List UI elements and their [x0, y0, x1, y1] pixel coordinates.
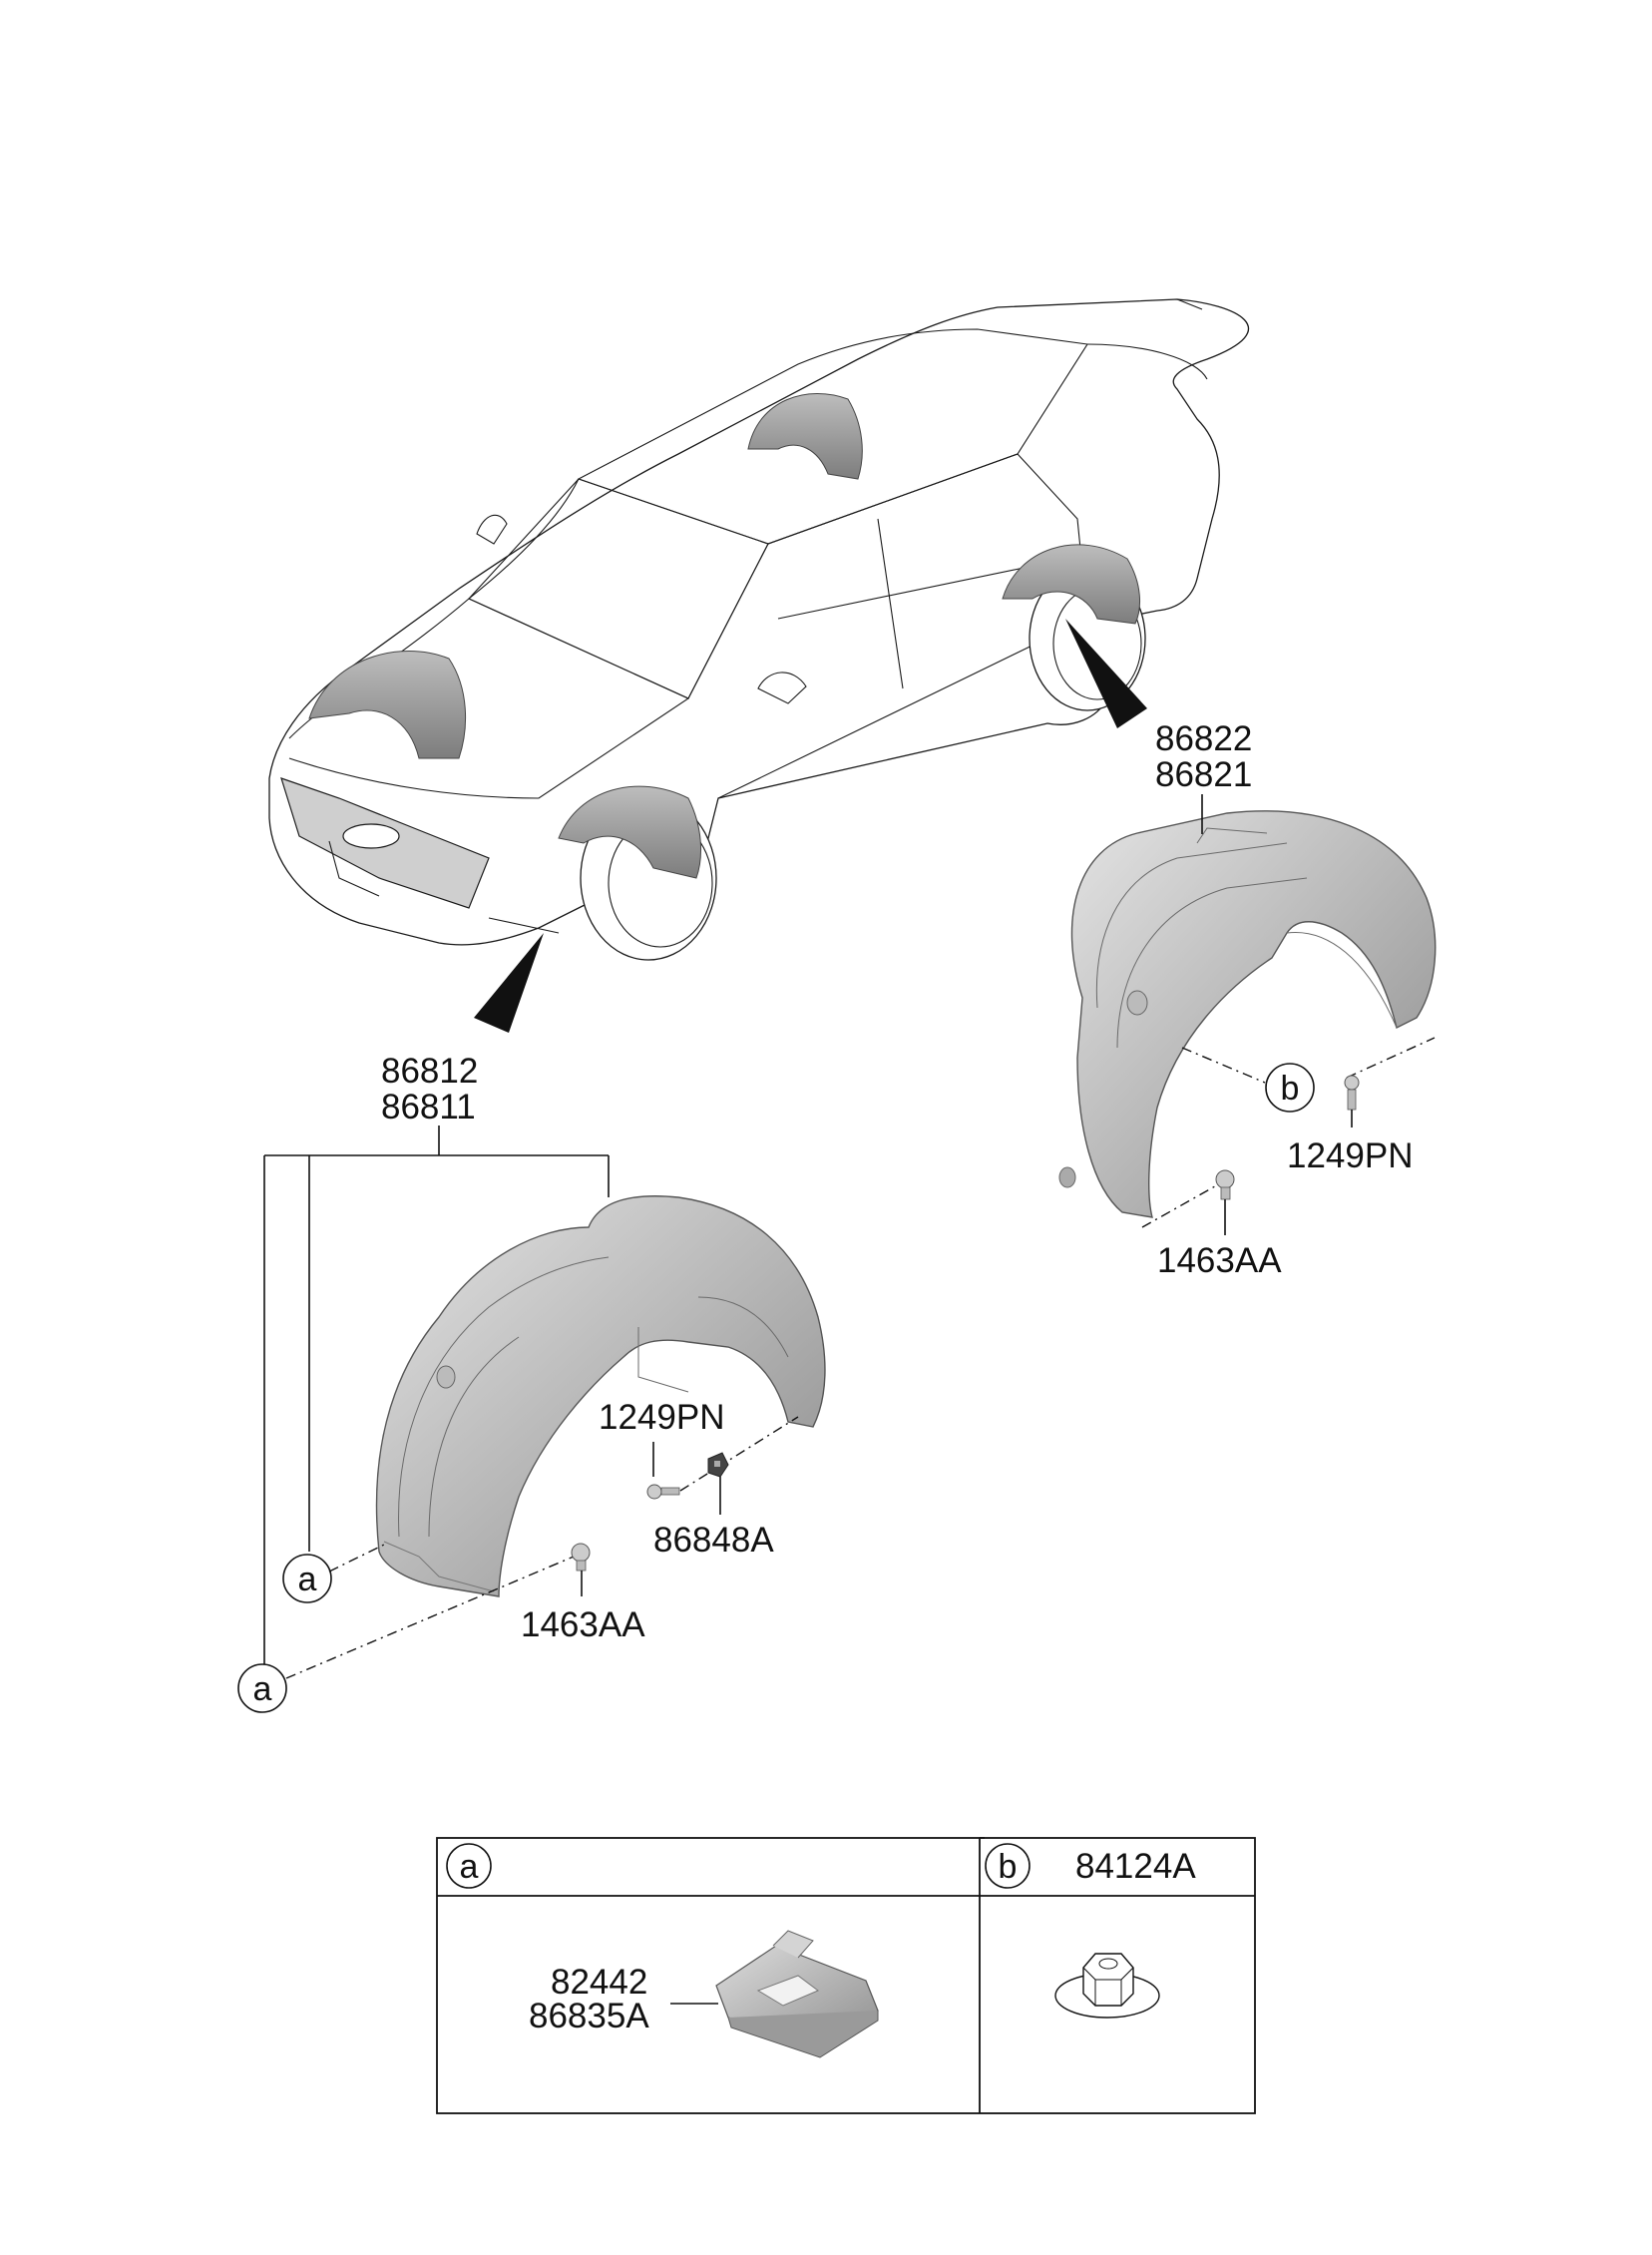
- callout-rear-screw: 1249PN: [1287, 1136, 1413, 1175]
- front-nut-icon: [707, 1452, 729, 1478]
- rear-wheel-liner: [1058, 810, 1437, 1218]
- car-illustration: [268, 298, 1249, 961]
- legend-a-part-upper: 82442: [551, 1963, 647, 2002]
- callout-front-clip: 1463AA: [521, 1605, 645, 1644]
- ref-a-marker-upper: [282, 1554, 332, 1603]
- legend-b-marker: [985, 1843, 1031, 1889]
- legend-a-letter: a: [460, 1848, 479, 1886]
- ref-b-letter: b: [1281, 1070, 1300, 1108]
- legend-b-letter: b: [999, 1848, 1018, 1886]
- callout-rear-clip: 1463AA: [1157, 1241, 1282, 1280]
- rear-clip-icon: [1215, 1169, 1235, 1200]
- speed-nut-clip-icon: [715, 1930, 879, 2058]
- ref-a-letter-upper: a: [298, 1561, 317, 1598]
- ref-a-letter-lower: a: [253, 1670, 272, 1708]
- rear-screw-icon: [1344, 1075, 1360, 1111]
- front-clip-icon: [571, 1543, 591, 1572]
- rear-pointer-wedge: [1065, 619, 1147, 728]
- callout-front-screw: 1249PN: [599, 1398, 724, 1437]
- callout-rear-upper: 86822: [1155, 719, 1252, 758]
- front-screw-icon: [646, 1484, 680, 1500]
- ref-a-marker-lower: [237, 1663, 287, 1713]
- callout-front-upper: 86812: [381, 1052, 478, 1091]
- front-wheel-liner: [375, 1195, 826, 1597]
- callout-front-lower: 86811: [381, 1088, 476, 1127]
- hex-flange-nut-icon: [1054, 1953, 1160, 2019]
- legend-a-marker: [446, 1843, 492, 1889]
- front-pointer-wedge: [474, 933, 544, 1033]
- ref-b-marker: [1265, 1063, 1315, 1113]
- callout-rear-lower: 86821: [1155, 755, 1252, 794]
- legend-b-part: 84124A: [1075, 1847, 1196, 1886]
- legend-table: [436, 1837, 1256, 2114]
- callout-front-nut: 86848A: [653, 1521, 774, 1560]
- legend-a-part-lower: 86835A: [529, 1997, 649, 2035]
